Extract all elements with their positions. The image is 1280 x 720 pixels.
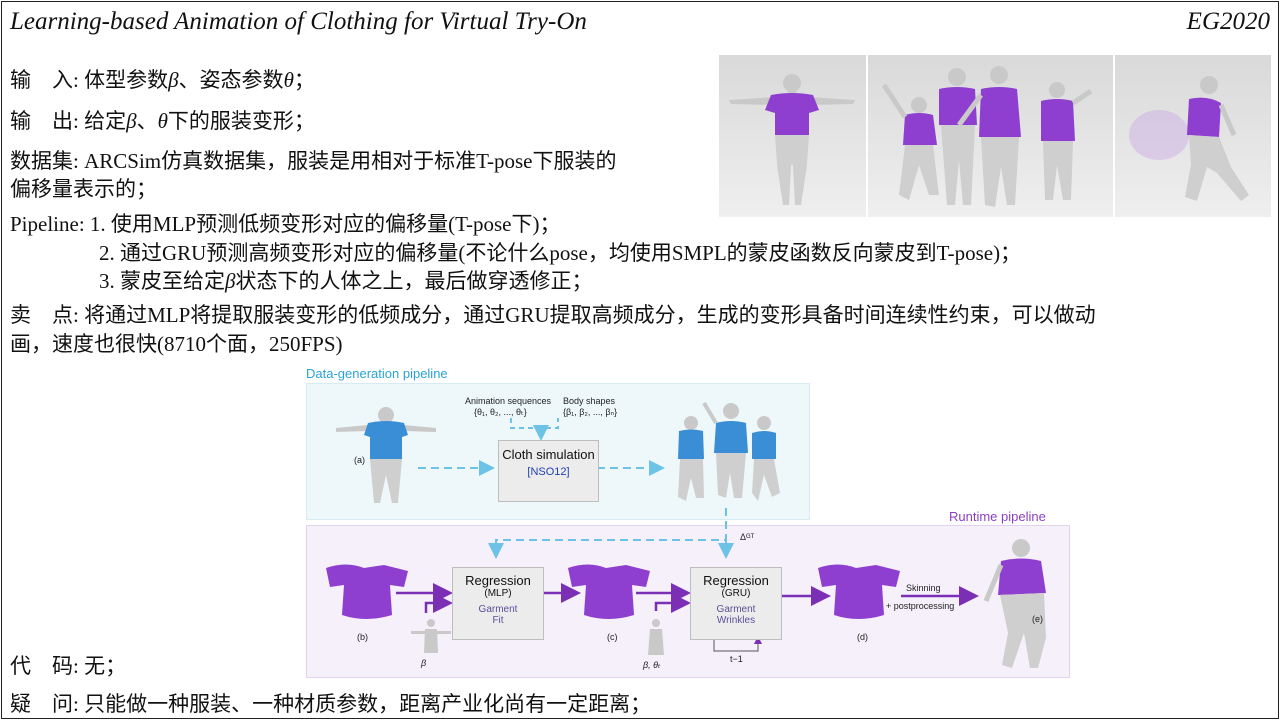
cloth-simulation-box: Cloth simulation [NSO12] bbox=[498, 440, 599, 502]
shirt-c bbox=[568, 564, 650, 619]
running-figure bbox=[1129, 76, 1249, 201]
pipeline-row: Pipeline: 1. 使用MLP预测低频变形对应的偏移量(T-pose下)； bbox=[10, 212, 561, 236]
final-figure-e bbox=[983, 539, 1046, 668]
selling-row-2: 画，速度也很快(8710个面，250FPS) bbox=[10, 332, 343, 356]
tpose-figure bbox=[729, 74, 855, 205]
output-label: 输 出: bbox=[10, 109, 79, 133]
label-c: (c) bbox=[607, 632, 618, 642]
cloth-ref: [NSO12] bbox=[527, 466, 570, 478]
body-shapes-label: Body shapes bbox=[563, 396, 616, 406]
pipeline-diagram bbox=[326, 401, 1046, 668]
dataset-label: 数据集: bbox=[10, 149, 79, 173]
blue-tpose-figure bbox=[336, 407, 436, 503]
question-label: 疑 问: bbox=[10, 692, 79, 716]
teaser-figure bbox=[719, 55, 1271, 217]
pipeline-label: Pipeline: bbox=[10, 212, 85, 236]
pipeline-step-2: 2. 通过GRU预测高频变形对应的偏移量(不论什么pose，均使用SMPL的蒙皮… bbox=[99, 241, 1022, 265]
postprocessing-label: + postprocessing bbox=[886, 601, 955, 611]
group-figures bbox=[881, 66, 1093, 207]
question-row: 疑 问: 只能做一种服装、一种材质参数，距离产业化尚有一定距离； bbox=[10, 692, 652, 716]
anim-seq-set: {θ₁, θ₂, ..., θₜ} bbox=[474, 407, 527, 417]
pipeline-step-3: 3. 蒙皮至给定β状态下的人体之上，最后做穿透修正； bbox=[99, 269, 593, 293]
small-body-beta bbox=[411, 619, 451, 653]
selling-row: 卖 点: 将通过MLP将提取服装变形的低频成分，通过GRU提取高频成分，生成的变… bbox=[10, 303, 1096, 327]
selling-label: 卖 点: bbox=[10, 303, 79, 327]
paper-title: Learning-based Animation of Clothing for… bbox=[10, 8, 587, 35]
output-row: 输 出: 给定β、θ下的服装变形； bbox=[10, 109, 315, 133]
data-pipeline-title: Data-generation pipeline bbox=[306, 366, 448, 381]
beta-theta-label: β, θₜ bbox=[643, 660, 661, 670]
label-b: (b) bbox=[357, 632, 368, 642]
body-shapes-set: {β₁, β₂, ..., βₙ} bbox=[563, 407, 618, 417]
runtime-pipeline-title: Runtime pipeline bbox=[949, 509, 1046, 524]
input-row: 输 入: 体型参数β、姿态参数θ； bbox=[10, 68, 315, 92]
shirt-d bbox=[818, 564, 900, 619]
regression-gru-box: Regression (GRU) Garment Wrinkles bbox=[690, 567, 782, 640]
dataset-row: 数据集: ARCSim仿真数据集，服装是用相对于标准T-pose下服装的 bbox=[10, 149, 617, 173]
beta-label: β bbox=[421, 658, 427, 668]
dataset-row-2: 偏移量表示的； bbox=[10, 177, 157, 201]
code-row: 代 码: 无； bbox=[10, 654, 127, 678]
label-a: (a) bbox=[354, 455, 365, 465]
loop-label: t−1 bbox=[730, 654, 743, 664]
label-e: (e) bbox=[1032, 614, 1043, 624]
small-body-beta-theta bbox=[648, 619, 664, 655]
blue-group-figures bbox=[678, 401, 780, 501]
venue-label: EG2020 bbox=[1186, 8, 1270, 35]
shirt-b bbox=[326, 564, 408, 619]
regression-mlp-box: Regression (MLP) Garment Fit bbox=[452, 567, 544, 640]
delta-gt-label: Δᴳᵀ bbox=[740, 532, 755, 542]
code-label: 代 码: bbox=[10, 654, 79, 678]
input-label: 输 入: bbox=[10, 68, 79, 92]
label-d: (d) bbox=[857, 632, 868, 642]
anim-seq-label: Animation sequences bbox=[465, 396, 552, 406]
skinning-label: Skinning bbox=[906, 583, 941, 593]
